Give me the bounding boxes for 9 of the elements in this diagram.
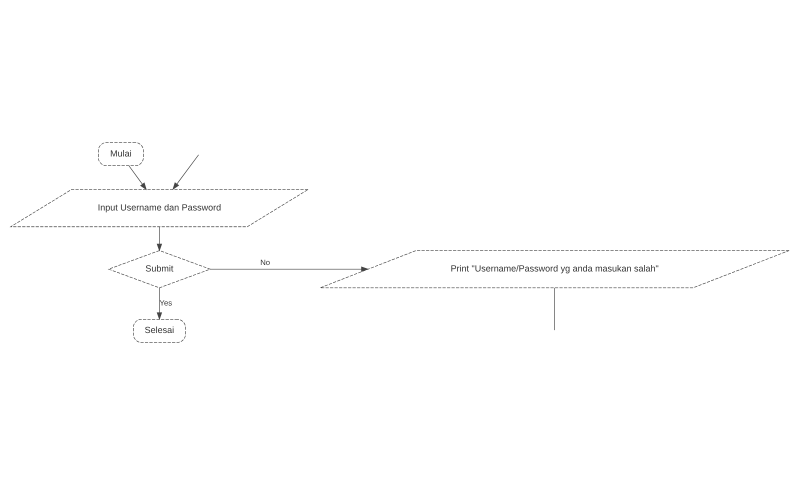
arrow xyxy=(210,266,369,272)
arrow xyxy=(172,154,199,190)
arrow xyxy=(156,287,162,320)
node-box: Mulai xyxy=(98,142,144,166)
node-box: Selesai xyxy=(133,318,186,342)
arrow xyxy=(156,226,162,251)
node-diamond: Submit xyxy=(108,250,212,288)
arrow xyxy=(128,165,147,190)
connector xyxy=(554,287,555,330)
